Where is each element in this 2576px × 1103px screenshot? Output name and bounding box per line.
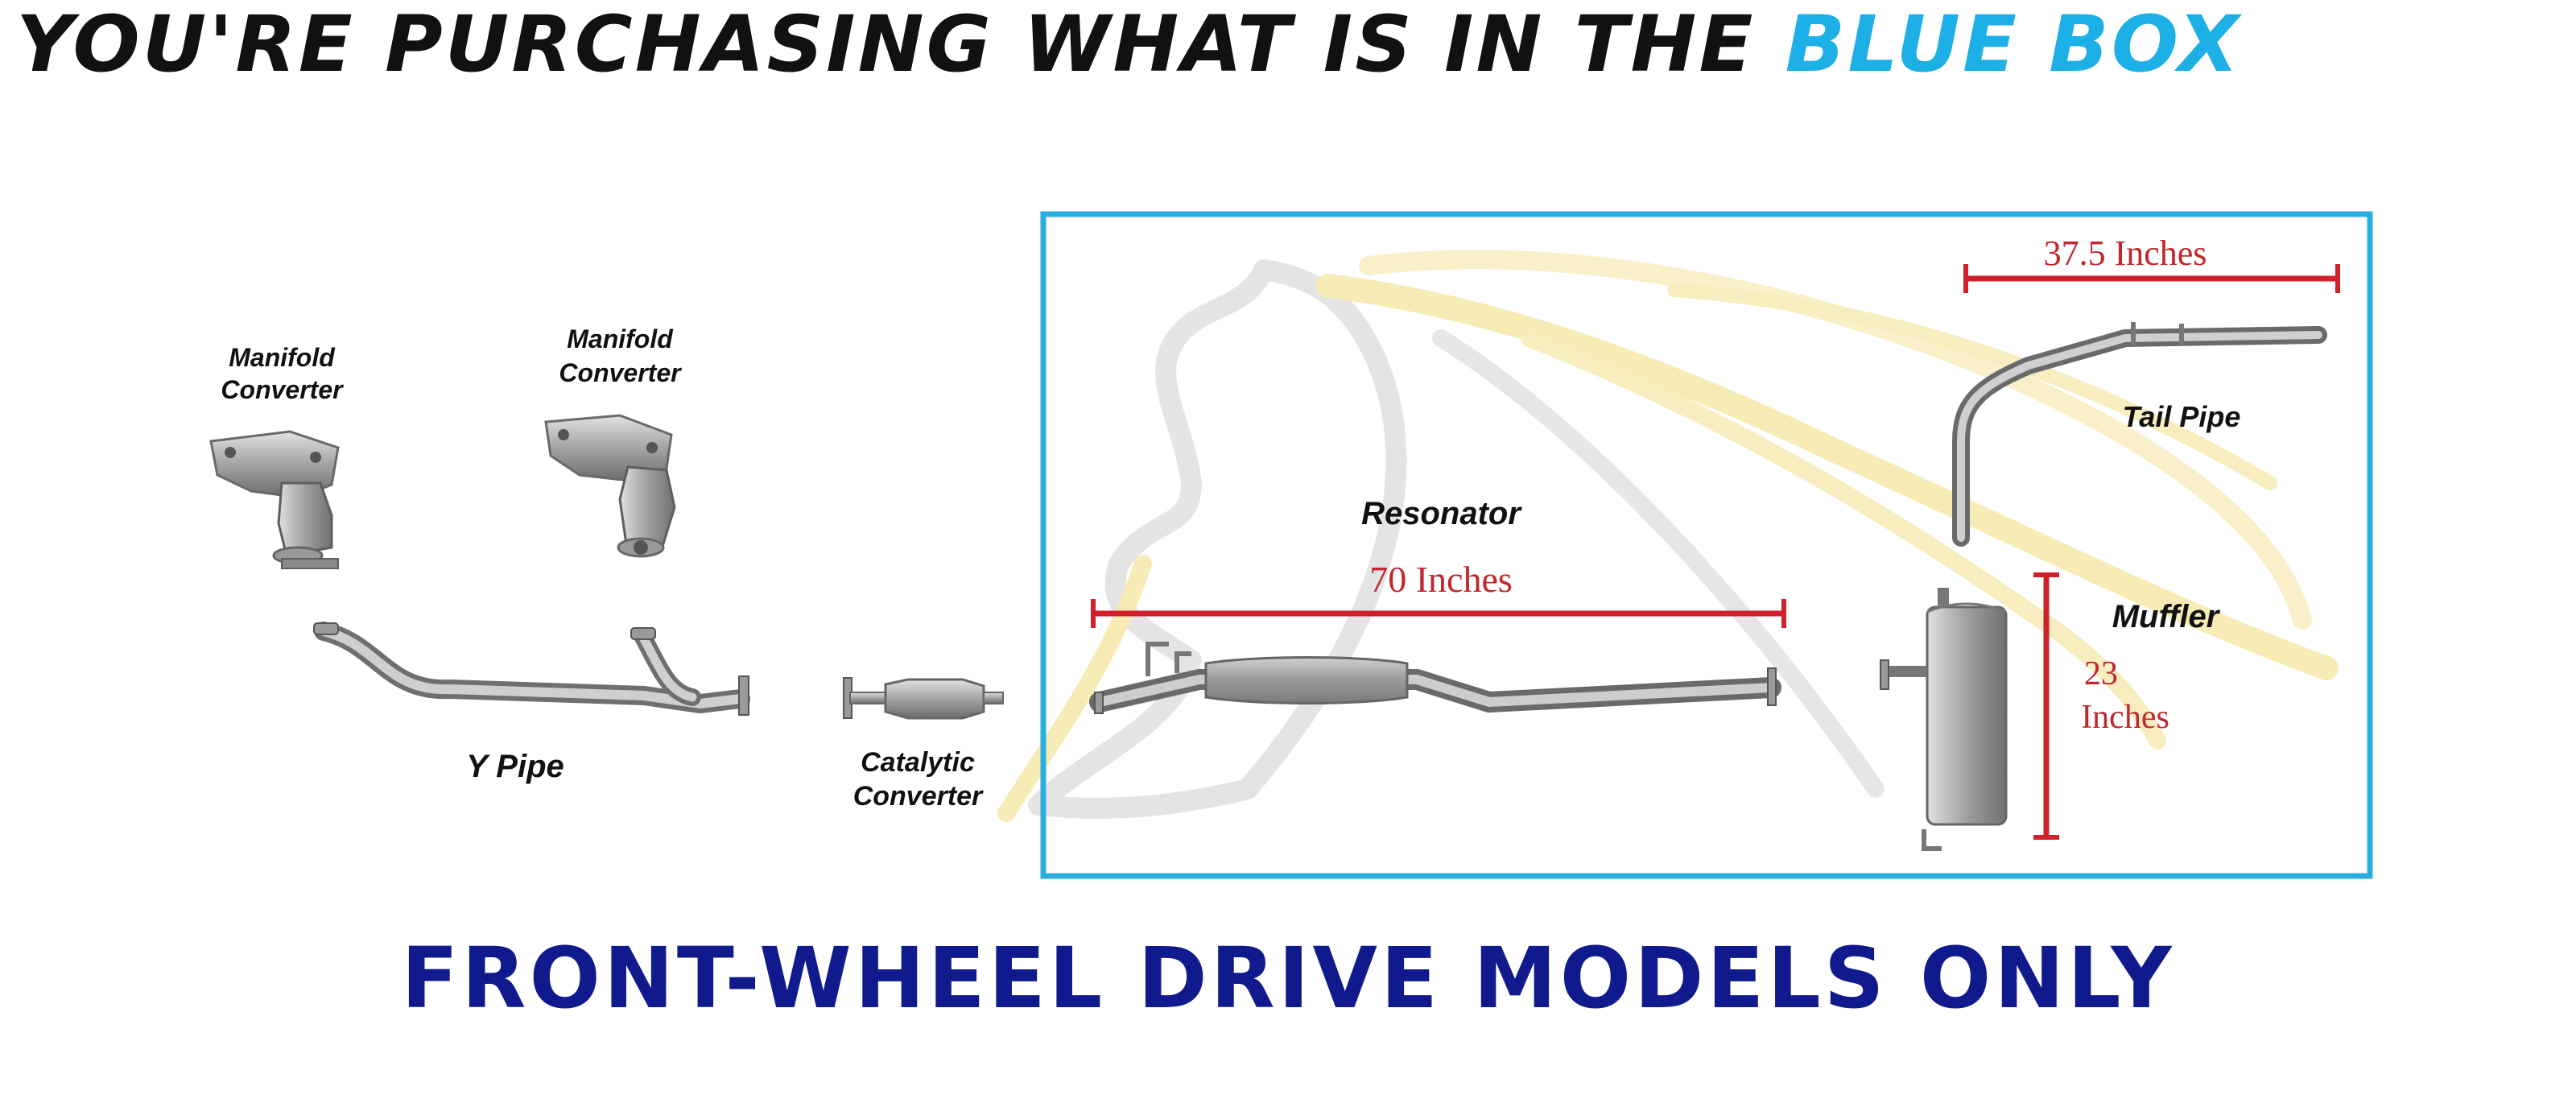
- label-manifold-converter-left: Manifold Converter: [193, 341, 370, 406]
- horse-neck: [1432, 329, 1885, 798]
- blue-box-border: [1040, 211, 2373, 879]
- label-resonator: Resonator: [1361, 496, 1521, 531]
- catalytic-converter: [843, 677, 1004, 720]
- tail-pipe-measure-line: [1963, 264, 2340, 293]
- resonator-pipe: [1089, 642, 1781, 714]
- horse-mane-2: [1359, 250, 2312, 630]
- label-muffler: Muffler: [2112, 599, 2219, 634]
- label-catalytic-converter: Catalytic Converter: [821, 746, 1014, 813]
- label-y-pipe: Y Pipe: [466, 749, 564, 784]
- label-manifold-left-line2: Converter: [221, 375, 343, 404]
- y-pipe: [313, 622, 750, 716]
- label-manifold-left-line1: Manifold: [229, 343, 335, 372]
- horse-head-watermark: [997, 250, 2339, 822]
- label-catalytic-line2: Converter: [852, 781, 983, 812]
- measure-resonator-length: 70 Inches: [1369, 559, 1513, 600]
- horse-jaw-gold: [997, 555, 1152, 822]
- label-tail-pipe: Tail Pipe: [2122, 400, 2241, 433]
- horse-head-outline: [1028, 259, 1407, 819]
- resonator-measure-line: [1091, 599, 1786, 628]
- tail-pipe: [1952, 322, 2327, 547]
- label-manifold-converter-right: Manifold Converter: [531, 322, 708, 390]
- label-manifold-right-line2: Converter: [559, 358, 681, 387]
- label-manifold-right-line1: Manifold: [567, 324, 673, 353]
- measure-tail-pipe-length: 37.5 Inches: [2043, 233, 2207, 273]
- measure-muffler-line2: Inches: [2081, 699, 2169, 736]
- footer-note: FRONT-WHEEL DRIVE MODELS ONLY: [401, 929, 2175, 1027]
- page-title: YOU'RE PURCHASING WHAT IS IN THE BLUE BO…: [16, 0, 2576, 89]
- title-accent: BLUE BOX: [1785, 0, 2242, 89]
- manifold-converter-left: [209, 430, 340, 569]
- horse-mane-3: [1521, 329, 2166, 750]
- horse-mane-1: [1316, 274, 2339, 680]
- label-catalytic-line1: Catalytic: [861, 747, 975, 778]
- muffler-measure-line: [2033, 572, 2059, 840]
- horse-mane-4: [1667, 283, 2277, 490]
- measure-muffler-line1: 23: [2084, 655, 2118, 692]
- muffler: [1880, 588, 2008, 851]
- measure-muffler-height: 23 Inches: [2045, 652, 2206, 739]
- manifold-converter-right: [544, 414, 676, 558]
- title-main: YOU'RE PURCHASING WHAT IS IN THE: [16, 0, 1756, 89]
